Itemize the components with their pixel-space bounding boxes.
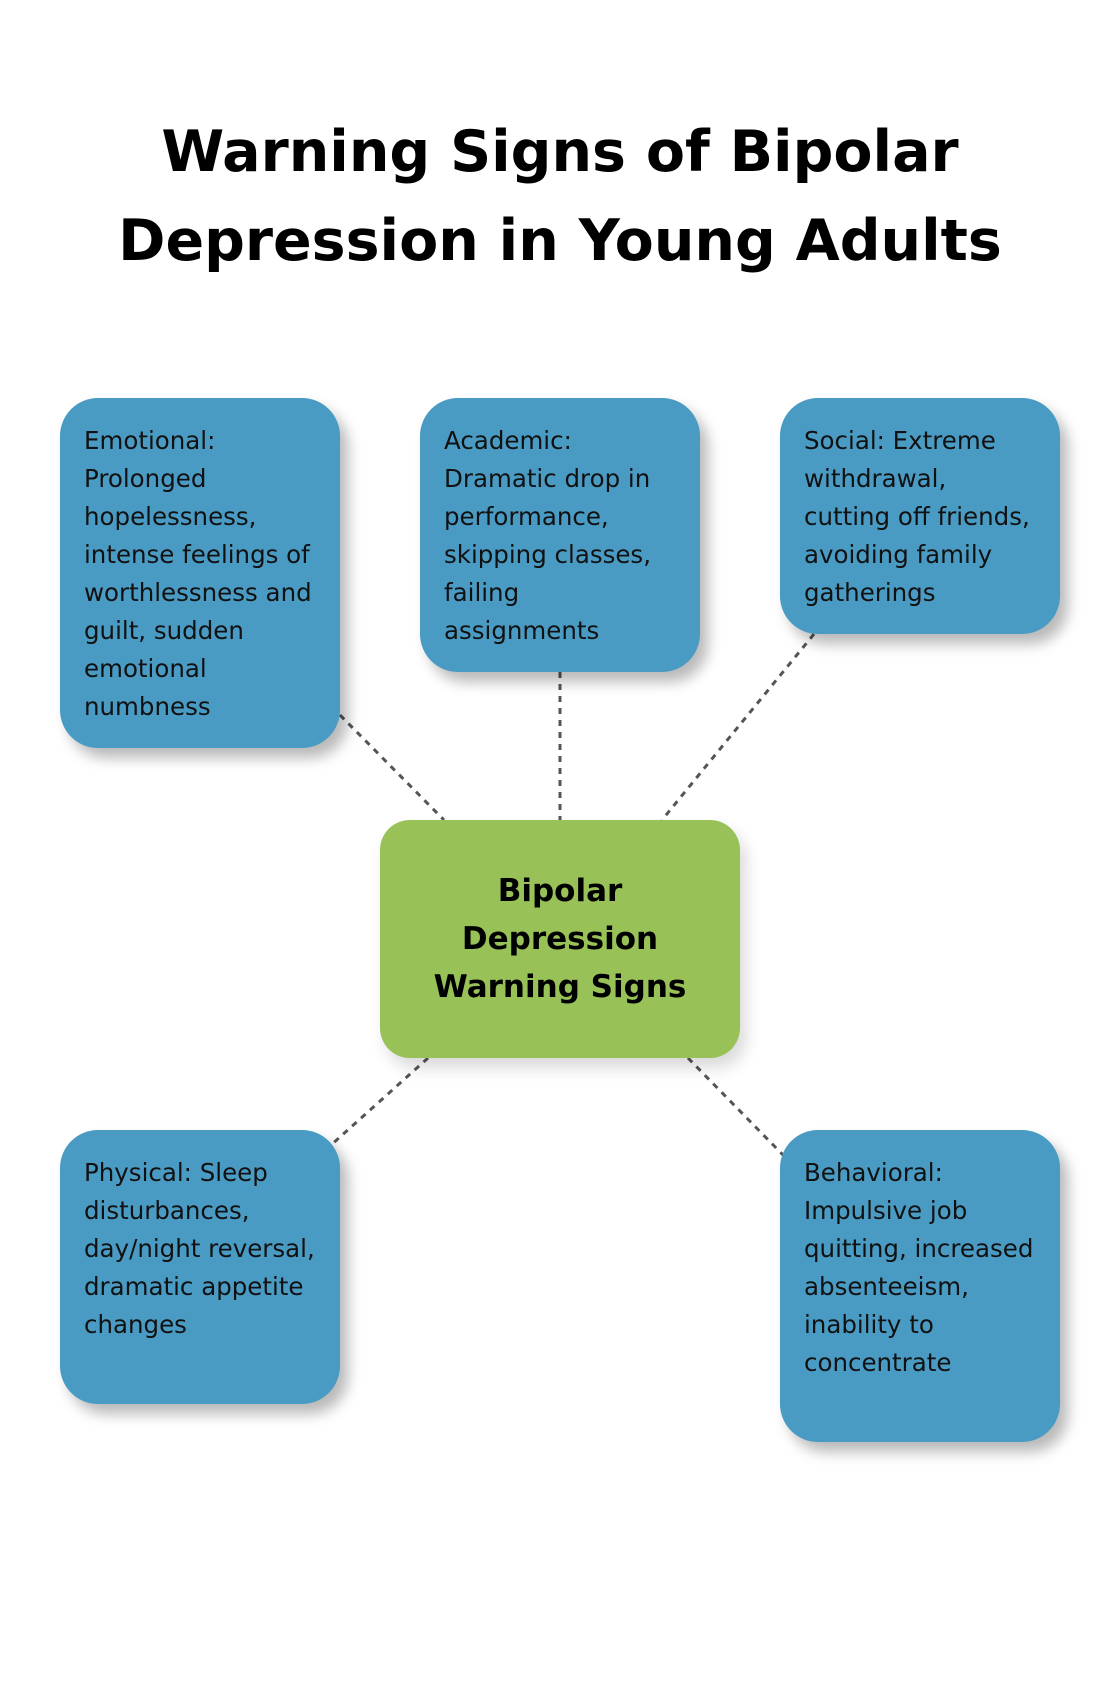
node-physical-text: Physical: Sleep disturbances, day/night … <box>84 1158 315 1339</box>
node-emotional: Emotional: Prolonged hopelessness, inten… <box>60 398 340 748</box>
node-academic: Academic: Dramatic drop in performance, … <box>420 398 700 672</box>
node-social: Social: Extreme withdrawal, cutting off … <box>780 398 1060 634</box>
node-emotional-text: Emotional: Prolonged hopelessness, inten… <box>84 426 312 721</box>
center-node: Bipolar Depression Warning Signs <box>380 820 740 1058</box>
connector-social <box>660 633 816 821</box>
center-node-label: Bipolar Depression Warning Signs <box>433 873 687 1005</box>
node-social-text: Social: Extreme withdrawal, cutting off … <box>804 426 1030 607</box>
connector-behavioral <box>686 1056 786 1158</box>
node-physical: Physical: Sleep disturbances, day/night … <box>60 1130 340 1404</box>
connector-physical <box>328 1056 430 1148</box>
node-behavioral-text: Behavioral: Impulsive job quitting, incr… <box>804 1158 1034 1377</box>
connector-emotional <box>338 713 446 822</box>
diagram-title: Warning Signs of Bipolar Depression in Y… <box>118 119 1002 274</box>
node-behavioral: Behavioral: Impulsive job quitting, incr… <box>780 1130 1060 1442</box>
node-academic-text: Academic: Dramatic drop in performance, … <box>444 426 651 645</box>
